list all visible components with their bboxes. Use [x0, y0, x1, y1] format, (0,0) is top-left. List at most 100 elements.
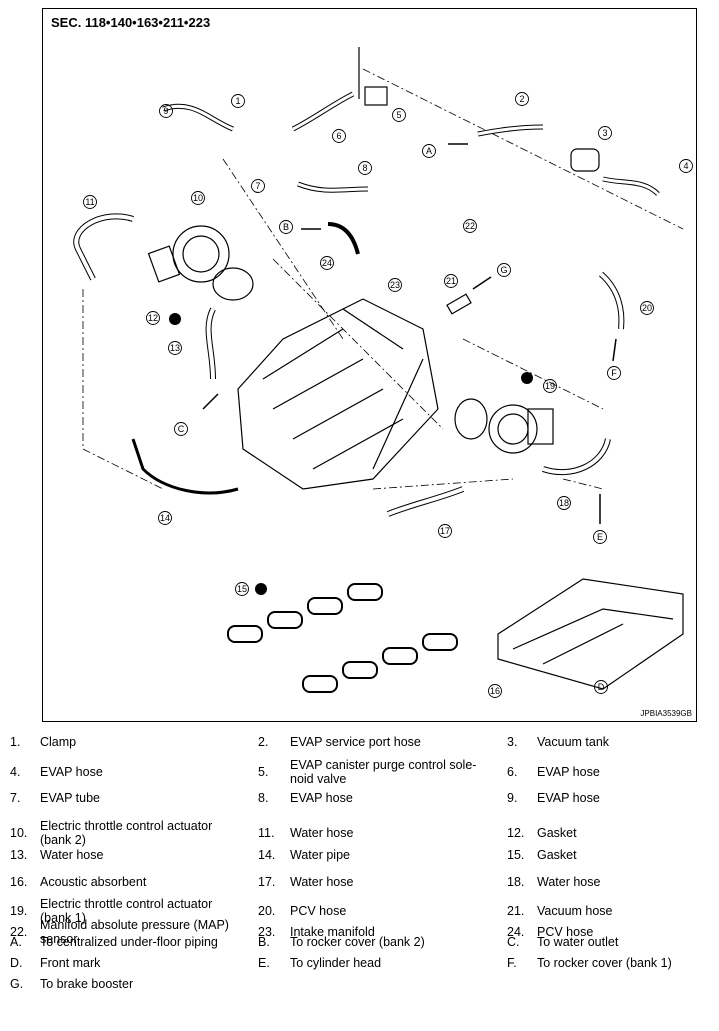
legend-number: A.: [10, 935, 22, 949]
svg-text:15: 15: [237, 584, 247, 594]
svg-text:10: 10: [193, 193, 203, 203]
legend-number: 15.: [507, 848, 525, 862]
svg-text:B: B: [283, 222, 289, 232]
manifold-gaskets: [227, 583, 458, 693]
svg-text:7: 7: [255, 181, 260, 191]
legend-number: 7.: [10, 791, 21, 805]
legend-text: EVAP tube: [40, 791, 100, 805]
legend-text: To brake booster: [40, 977, 134, 991]
legend-number: F.: [507, 956, 517, 970]
legend-text: PCV hose: [290, 904, 347, 918]
svg-text:16: 16: [490, 686, 500, 696]
svg-text:A: A: [426, 146, 432, 156]
legend-text: Water hose: [290, 875, 354, 889]
acoustic-absorbent: [497, 578, 684, 690]
svg-text:20: 20: [642, 303, 652, 313]
exploded-diagram: SEC. 118•140•163•211•223: [42, 8, 697, 722]
svg-text:18: 18: [559, 498, 569, 508]
legend-number: 20.: [258, 904, 276, 918]
legend-text: Water hose: [537, 875, 601, 889]
gasket-bank-2: [212, 267, 254, 301]
legend-number: 3.: [507, 735, 518, 749]
legend-number: 21.: [507, 904, 525, 918]
gasket-bank-1: [454, 398, 488, 440]
svg-text:19: 19: [545, 381, 555, 391]
legend-number: 14.: [258, 848, 276, 862]
purge-valve: [364, 86, 388, 106]
svg-text:9: 9: [163, 106, 168, 116]
svg-text:12: 12: [148, 313, 158, 323]
svg-text:F: F: [611, 368, 617, 378]
svg-text:5: 5: [396, 110, 401, 120]
legend-text: Intake manifold: [290, 925, 375, 939]
legend-text: Water pipe: [290, 848, 350, 862]
legend-text: EVAP hose: [537, 791, 600, 805]
figure-id: JPBIA3539GB: [640, 709, 692, 718]
legend-text: Gasket: [537, 826, 577, 840]
throttle-body-bank-2: [147, 225, 230, 283]
legend-text: Electric throttle control actuator (bank…: [40, 819, 213, 847]
legend-number: 8.: [258, 791, 269, 805]
legend-text: EVAP canister purge control sole- noid v…: [290, 758, 477, 786]
svg-text:C: C: [178, 424, 185, 434]
legend-text: To centralized under-floor piping: [40, 935, 218, 949]
svg-text:E: E: [597, 532, 603, 542]
svg-text:2: 2: [519, 94, 524, 104]
legend-text: To cylinder head: [290, 956, 382, 970]
legend-number: 10.: [10, 826, 28, 840]
legend-number: 6.: [507, 765, 518, 779]
svg-text:8: 8: [362, 163, 367, 173]
vacuum-tank: [570, 148, 600, 172]
legend-text: EVAP hose: [537, 765, 600, 779]
svg-text:14: 14: [160, 513, 170, 523]
legend-number: 13.: [10, 848, 28, 862]
reference-lines: [82, 68, 684, 490]
legend-number: 16.: [10, 875, 28, 889]
legend-number: 24.: [507, 925, 525, 939]
legend-text: Electric throttle control actuator (bank…: [40, 897, 213, 925]
legend-number: C.: [507, 935, 520, 949]
svg-text:1: 1: [235, 96, 240, 106]
svg-text:3: 3: [602, 128, 607, 138]
diagram-drawing: 9.0 (0.92, 80) 123 456: [73, 47, 693, 698]
legend-text: EVAP hose: [40, 765, 103, 779]
legend-number: 19.: [10, 904, 28, 918]
replace-markers: [169, 313, 533, 595]
legend-text: To water outlet: [537, 935, 619, 949]
legend-number: D.: [10, 956, 23, 970]
svg-text:23: 23: [390, 280, 400, 290]
legend-number: G.: [10, 977, 24, 991]
legend-number: B.: [258, 935, 270, 949]
svg-text:6: 6: [336, 131, 341, 141]
legend-text: PCV hose: [537, 925, 594, 939]
legend-number: 18.: [507, 875, 525, 889]
legend-text: Manifold absolute pressure (MAP) sensor: [40, 918, 229, 946]
pcv-hose-24: [327, 222, 360, 255]
legend-text: EVAP hose: [290, 791, 353, 805]
legend-text: To rocker cover (bank 1): [537, 956, 672, 970]
legend-number: 9.: [507, 791, 518, 805]
svg-text:22: 22: [465, 221, 475, 231]
legend-number: 4.: [10, 765, 21, 779]
svg-text:G: G: [500, 265, 507, 275]
svg-text:D: D: [598, 682, 605, 692]
legend-number: 12.: [507, 826, 525, 840]
throttle-body-bank-1: [488, 404, 554, 454]
legend-text: Clamp: [40, 735, 77, 749]
legend-number: 11.: [258, 826, 275, 840]
legend-text: To rocker cover (bank 2): [290, 935, 425, 949]
legend-number: 2.: [258, 735, 269, 749]
svg-text:21: 21: [446, 276, 456, 286]
water-pipe-14: [131, 438, 239, 495]
legend-text: Acoustic absorbent: [40, 875, 147, 889]
svg-text:4: 4: [683, 161, 688, 171]
legend-text: Vacuum hose: [537, 904, 613, 918]
intake-manifold: [237, 298, 439, 490]
svg-text:13: 13: [170, 343, 180, 353]
legend-text: EVAP service port hose: [290, 735, 421, 749]
svg-text:24: 24: [322, 258, 332, 268]
legend-text: Front mark: [40, 956, 101, 970]
legend-text: Water hose: [40, 848, 104, 862]
section-label: SEC. 118•140•163•211•223: [51, 15, 211, 30]
legend-number: 23.: [258, 925, 276, 939]
